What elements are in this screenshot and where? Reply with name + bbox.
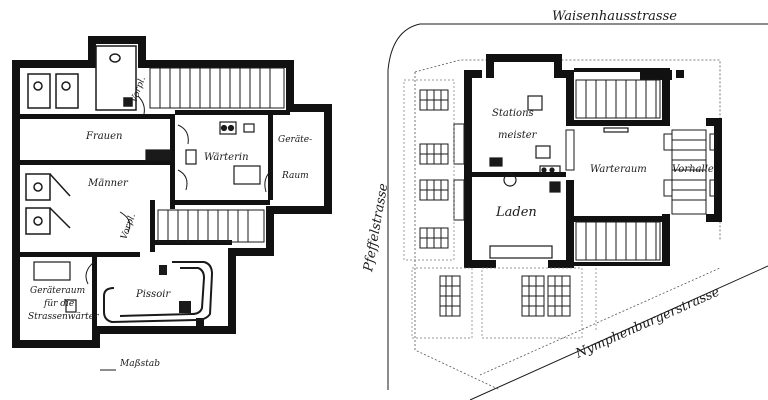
room-label-geraete-2: Raum [281, 171, 309, 181]
street-name-waisenhausstrasse: Waisenhausstrasse [552, 9, 677, 24]
geraeteraum-furniture [33, 261, 77, 313]
room-label-geraeteraum-3: Strassenwärter [28, 312, 99, 322]
scale-label: Maßstab [119, 359, 160, 369]
right-site-plan: Waisenhausstrasse Pfeffelstrasse Nymphen… [361, 9, 768, 400]
site-planting-grids [419, 89, 571, 317]
right-building-stairs [575, 79, 707, 261]
waerterin-furniture [145, 121, 261, 185]
site-boundary-dotted-diagonal [479, 267, 721, 376]
right-building-fixtures [489, 95, 629, 259]
room-label-waerterin: Wärterin [204, 152, 249, 163]
street-line-left [387, 23, 421, 190]
street-line-diagonal [469, 265, 768, 400]
room-label-geraeteraum-2: für die [43, 299, 74, 309]
left-plan-doors [85, 95, 273, 285]
street-name-nymphenburgerstrasse: Nymphenburgerstrasse [573, 284, 723, 362]
room-label-laden: Laden [495, 205, 537, 220]
room-label-vorplatz-mid: Vorpl. [119, 212, 138, 241]
room-label-frauen: Frauen [85, 131, 122, 142]
pissoir-fixture [103, 261, 214, 324]
men-toilet-stalls [25, 173, 71, 235]
room-label-geraeteraum-1: Geräteraum [30, 286, 85, 296]
room-label-warteraum: Warteraum [590, 164, 647, 175]
room-label-pissoir: Pissoir [135, 289, 171, 300]
left-plan-stairs-middle [157, 209, 265, 243]
room-label-vorhalle: Vorhalle [672, 164, 714, 175]
site-boundary-dotted [414, 72, 501, 391]
room-label-geraete-1: Geräte- [278, 135, 312, 145]
women-toilet-stalls [27, 45, 137, 111]
left-plan-walls [12, 36, 332, 348]
street-name-pfeffelstrasse: Pfeffelstrasse [361, 182, 391, 274]
room-label-vorplatz-top: Vorpl. [129, 75, 148, 104]
site-paving-outlines [403, 79, 597, 339]
room-label-stationsmeister-1: Stations [492, 108, 534, 119]
room-label-stationsmeister-2: meister [498, 130, 538, 141]
right-building-walls [464, 54, 722, 268]
room-label-maenner: Männer [87, 178, 129, 189]
left-floor-plan: Frauen Vorpl. Wärterin Geräte- Raum Männ… [12, 36, 332, 371]
left-plan-stairs-top [149, 67, 285, 109]
